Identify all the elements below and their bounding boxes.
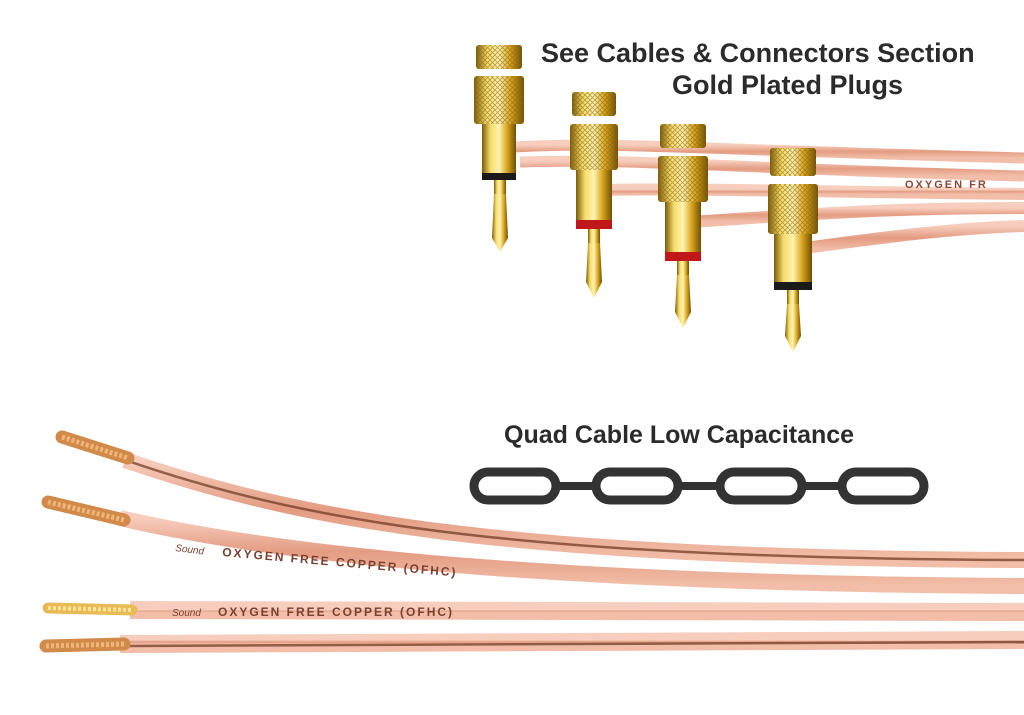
caption-see-cables: See Cables & Connectors Section [541,38,975,68]
caption-gold-plated-plugs: Gold Plated Plugs [672,70,904,100]
banana-plug-3 [658,124,708,328]
cable-brand-2: Sound [172,608,201,619]
quad-chain-icon [469,467,929,505]
cable-print-2: OXYGEN FREE COPPER (OFHC) [218,605,454,619]
banana-plug-4 [768,148,818,352]
cable-brand-1: Sound [175,543,205,557]
caption-quad-cable: Quad Cable Low Capacitance [504,421,855,449]
banana-plug-1 [474,45,524,252]
banana-plug-2 [570,92,618,298]
bottom-cables: Sound OXYGEN FREE COPPER (OFHC) Sound OX… [39,430,1024,653]
cable-print-upper: OXYGEN FR [905,179,988,191]
